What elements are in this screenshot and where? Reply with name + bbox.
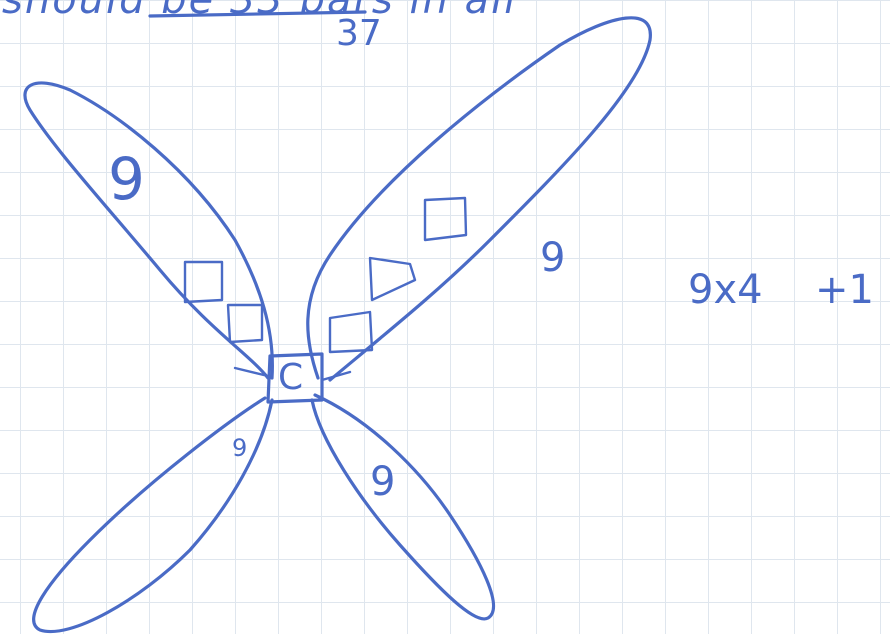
- heading-text: should be 33 bars in all: [2, 0, 517, 20]
- correction-number: 37: [336, 16, 382, 52]
- bar-square-tl-1: [185, 262, 222, 302]
- petal-count-top-left: 9: [108, 150, 145, 208]
- equation-plus-one: +1: [815, 270, 874, 310]
- petal-bottom-right: [312, 395, 494, 619]
- bar-square-tr-3: [330, 312, 372, 352]
- center-label: C: [278, 360, 303, 396]
- petal-top-right: [308, 18, 651, 380]
- bar-square-tr-1: [425, 198, 466, 240]
- equation-product: 9x4: [688, 270, 763, 310]
- petal-top-left: [25, 83, 272, 378]
- petal-count-top-right: 9: [540, 238, 565, 278]
- bar-square-tr-2: [370, 258, 415, 300]
- petal-count-bottom-left: 9: [232, 436, 247, 460]
- petal-count-bottom-right: 9: [370, 462, 395, 502]
- bar-square-tl-2: [228, 305, 262, 342]
